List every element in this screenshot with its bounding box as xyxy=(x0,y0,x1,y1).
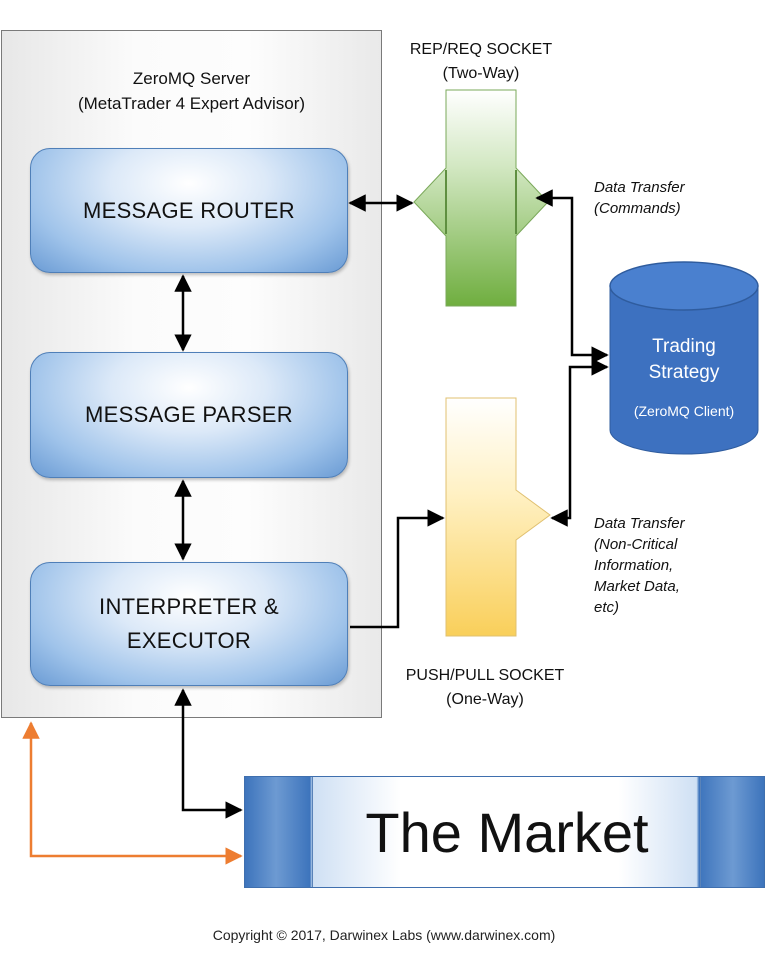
executor-market-arrow xyxy=(174,688,243,819)
data-transfer-line4: Market Data, xyxy=(594,578,680,595)
rep-req-socket-label: REP/REQ SOCKET (Two-Way) xyxy=(376,38,586,86)
push-pull-socket-mode: (One-Way) xyxy=(446,691,524,708)
message-parser-block: MESSAGE PARSER xyxy=(30,352,348,478)
commands-transfer-line1: Data Transfer xyxy=(594,179,685,196)
copyright-footer: Copyright © 2017, Darwinex Labs (www.dar… xyxy=(212,927,556,943)
market-divider-right xyxy=(700,777,701,887)
market-divider-left xyxy=(312,777,313,887)
strategy-to-push-socket-arrow xyxy=(550,358,609,527)
push-pull-socket-shape xyxy=(445,397,551,637)
server-title: ZeroMQ Server (MetaTrader 4 Expert Advis… xyxy=(1,66,382,116)
server-title-line2: (MetaTrader 4 Expert Advisor) xyxy=(77,94,306,113)
executor-label: EXECUTOR xyxy=(126,628,252,653)
data-transfer-line5: etc) xyxy=(594,599,620,616)
strategy-name: Trading Strategy xyxy=(610,334,758,386)
strategy-line1: Trading xyxy=(652,336,716,357)
strategy-line2: Strategy xyxy=(648,362,720,383)
message-router-label: MESSAGE ROUTER xyxy=(82,197,295,223)
server-title-line1: ZeroMQ Server xyxy=(132,69,251,88)
message-parser-label: MESSAGE PARSER xyxy=(85,402,293,427)
data-transfer-line3: Information, xyxy=(594,557,674,574)
rep-req-socket-shape xyxy=(413,89,549,307)
rep-req-socket-title: REP/REQ SOCKET xyxy=(409,41,553,58)
data-transfer-label: Data Transfer (Non-Critical Information,… xyxy=(594,513,685,618)
data-transfer-line1: Data Transfer xyxy=(594,515,685,532)
strategy-subtitle: (ZeroMQ Client) xyxy=(633,403,735,419)
push-pull-socket-label: PUSH/PULL SOCKET (One-Way) xyxy=(380,664,590,712)
interpreter-executor-block: INTERPRETER & EXECUTOR xyxy=(30,562,348,686)
market-bar xyxy=(244,776,765,888)
interpreter-label: INTERPRETER & xyxy=(99,594,279,619)
trading-strategy-cylinder xyxy=(609,261,759,455)
socket-to-strategy-arrow xyxy=(535,189,609,364)
market-label: The Market xyxy=(365,800,649,864)
commands-transfer-label: Data Transfer (Commands) xyxy=(594,177,685,219)
commands-transfer-line2: (Commands) xyxy=(594,200,681,217)
message-router-block: MESSAGE ROUTER xyxy=(30,148,348,273)
data-transfer-line2: (Non-Critical xyxy=(594,536,678,553)
push-pull-socket-title: PUSH/PULL SOCKET xyxy=(405,667,565,684)
rep-req-socket-mode: (Two-Way) xyxy=(442,65,520,82)
market-feedback-arrow xyxy=(22,721,243,865)
executor-to-push-socket-arrow xyxy=(350,509,445,629)
